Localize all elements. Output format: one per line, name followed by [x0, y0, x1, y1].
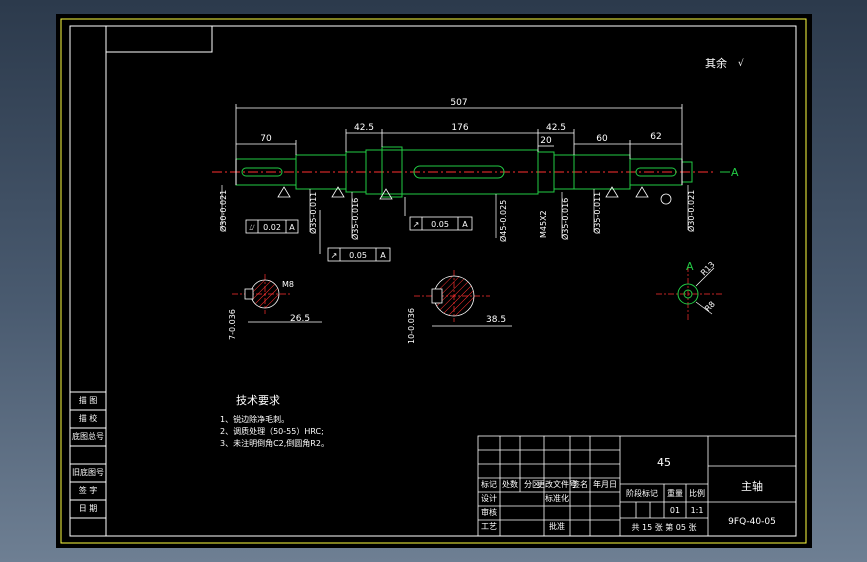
inner-border — [69, 25, 797, 537]
svg-text:A: A — [462, 220, 468, 229]
dim-42-right: 42.5 — [546, 123, 566, 133]
tb-process: 工艺 — [481, 522, 497, 531]
dimension-lines — [235, 104, 683, 160]
strip-label: 描 图 — [79, 395, 98, 405]
dia-bearing-left: Ø35-0.016 — [350, 198, 360, 240]
left-strip: 描 图 描 校 底图总号 旧底图号 签 字 日 期 — [70, 391, 106, 519]
dia-thread: M45X2 — [539, 210, 548, 238]
dia-middle: Ø45-0.025 — [498, 200, 508, 242]
general-roughness-note: 其余 — [705, 56, 727, 70]
roughness-symbol: √ — [738, 58, 744, 69]
svg-text:0.05: 0.05 — [349, 251, 367, 260]
dim-20: 20 — [540, 136, 552, 146]
shaft-outline — [235, 146, 693, 198]
outer-border — [60, 18, 807, 544]
tb-header: 分区 — [524, 480, 540, 489]
tb-standard: 标准化 — [545, 493, 569, 503]
strip-label: 底图总号 — [72, 431, 104, 441]
tb-weight-value: 01 — [670, 506, 680, 515]
strip-label: 旧底图号 — [72, 467, 104, 477]
dia-bearing-right: Ø35-0.016 — [560, 198, 570, 240]
svg-text:⌰: ⌰ — [249, 223, 255, 232]
datum-triangles — [277, 186, 672, 205]
section1-dim: 26.5 — [290, 314, 310, 324]
tb-scale-value: 1:1 — [691, 506, 704, 515]
section1-key: 7-0.036 — [228, 309, 237, 340]
datum-label: A — [731, 166, 739, 179]
tb-header: 签名 — [572, 479, 588, 489]
dia-left-end: Ø30-0.021 — [218, 190, 228, 232]
section1-label: M8 — [282, 280, 294, 289]
section2-key: 10-0.036 — [407, 308, 416, 344]
paper-background — [56, 14, 812, 548]
dia-right-end: Ø30-0.021 — [686, 190, 696, 232]
tb-sheet: 共 15 张 第 05 张 — [631, 522, 696, 532]
svg-text:↗: ↗ — [331, 251, 338, 260]
tb-check: 审核 — [481, 507, 497, 517]
section2-dim: 38.5 — [486, 315, 506, 325]
tb-scale: 比例 — [689, 488, 705, 498]
dim-42-left: 42.5 — [354, 123, 374, 133]
shaft-edges — [235, 159, 683, 185]
tb-design: 设计 — [481, 493, 497, 503]
section3-label: A — [686, 260, 694, 273]
svg-text:0.05: 0.05 — [431, 220, 449, 229]
tb-drawing-no: 9FQ-40-05 — [728, 517, 776, 527]
tb-weight: 重量 — [667, 488, 683, 498]
tb-header: 更改文件号 — [537, 479, 577, 489]
note-item: 3、未注明倒角C2,倒圆角R2。 — [220, 438, 329, 448]
title-block-grid — [477, 435, 797, 537]
dia-shoulder-right: Ø35-0.011 — [592, 192, 602, 234]
section-view-2: 38.5 10-0.036 — [407, 270, 512, 344]
note-item: 1、锐边除净毛刺。 — [220, 414, 289, 424]
tolerance-frame-3: ↗ 0.05 A — [319, 210, 391, 262]
dim-60: 60 — [596, 134, 608, 144]
svg-text:↗: ↗ — [413, 220, 420, 229]
dim-overall: 507 — [450, 98, 467, 108]
tb-approve: 批准 — [549, 521, 565, 531]
note-item: 2、调质处理（50-55）HRC; — [220, 426, 324, 436]
tb-part-name: 主轴 — [741, 479, 763, 493]
svg-text:0.02: 0.02 — [263, 223, 281, 232]
tolerance-frame-1: ⌰ 0.02 A — [245, 219, 299, 234]
svg-text:A: A — [380, 251, 386, 260]
dia-shoulder-left: Ø35-0.011 — [308, 192, 318, 234]
strip-label: 签 字 — [79, 485, 98, 495]
dim-70: 70 — [260, 134, 272, 144]
tb-stage: 阶段标记 — [626, 488, 658, 498]
tb-header: 年月日 — [593, 479, 617, 489]
notes-title: 技术要求 — [236, 394, 280, 407]
dim-176: 176 — [451, 123, 468, 133]
tb-header: 标记 — [481, 479, 497, 489]
dim-62: 62 — [650, 132, 661, 142]
strip-label: 日 期 — [79, 504, 98, 513]
strip-label: 描 校 — [79, 413, 98, 423]
tb-material: 45 — [657, 456, 671, 469]
svg-text:A: A — [289, 223, 295, 232]
tb-header: 处数 — [502, 479, 518, 489]
section-view-1: 26.5 7-0.036 M8 — [228, 274, 322, 340]
tolerance-frame-2: ↗ 0.05 A — [404, 197, 473, 231]
diameter-labels: Ø30-0.021 Ø35-0.011 Ø35-0.016 Ø45-0.025 … — [218, 185, 696, 242]
